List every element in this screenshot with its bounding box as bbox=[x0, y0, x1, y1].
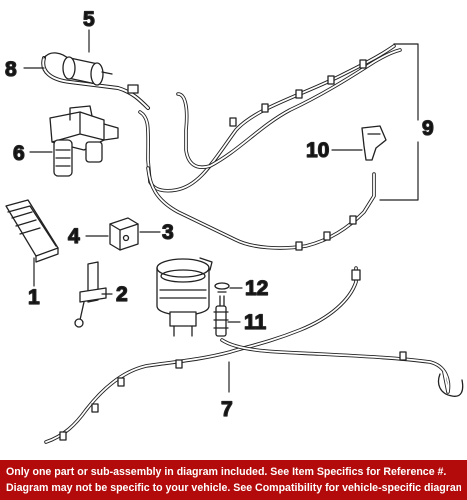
disclaimer-line-1: Only one part or sub-assembly in diagram… bbox=[6, 466, 447, 478]
callout-6: 6 bbox=[13, 142, 25, 165]
compressor-assembly bbox=[156, 257, 213, 337]
callout-1: 1 bbox=[28, 286, 40, 309]
callout-2: 2 bbox=[116, 283, 128, 306]
part-2-height-sensor bbox=[74, 261, 107, 328]
part-3-4-bracket bbox=[109, 217, 139, 251]
part-5-canister bbox=[62, 56, 113, 86]
callout-12: 12 bbox=[245, 277, 268, 300]
disclaimer-line-2: Diagram may not be specific to your vehi… bbox=[6, 482, 461, 494]
callout-9: 9 bbox=[422, 117, 434, 140]
callout-7: 7 bbox=[221, 398, 233, 421]
part-6-valve-assembly bbox=[49, 105, 119, 177]
part-8-hose bbox=[41, 52, 150, 110]
parts-diagram: 5 8 6 4 3 1 2 12 11 10 9 7 bbox=[4, 7, 464, 444]
callout-11: 11 bbox=[244, 311, 267, 334]
part-9-air-lines bbox=[138, 44, 402, 251]
disclaimer-banner: Only one part or sub-assembly in diagram… bbox=[0, 460, 467, 500]
part-7-air-line bbox=[44, 266, 464, 444]
callout-5: 5 bbox=[83, 8, 95, 31]
callout-3: 3 bbox=[162, 221, 174, 244]
callout-8: 8 bbox=[5, 58, 17, 81]
part-12-o-ring bbox=[214, 282, 230, 290]
leader-lines bbox=[23, 29, 419, 393]
part-11-fitting bbox=[213, 291, 229, 337]
part-10-clip bbox=[361, 125, 387, 161]
callout-4: 4 bbox=[68, 225, 80, 248]
callout-10: 10 bbox=[306, 139, 329, 162]
part-1-control-module bbox=[5, 199, 59, 263]
